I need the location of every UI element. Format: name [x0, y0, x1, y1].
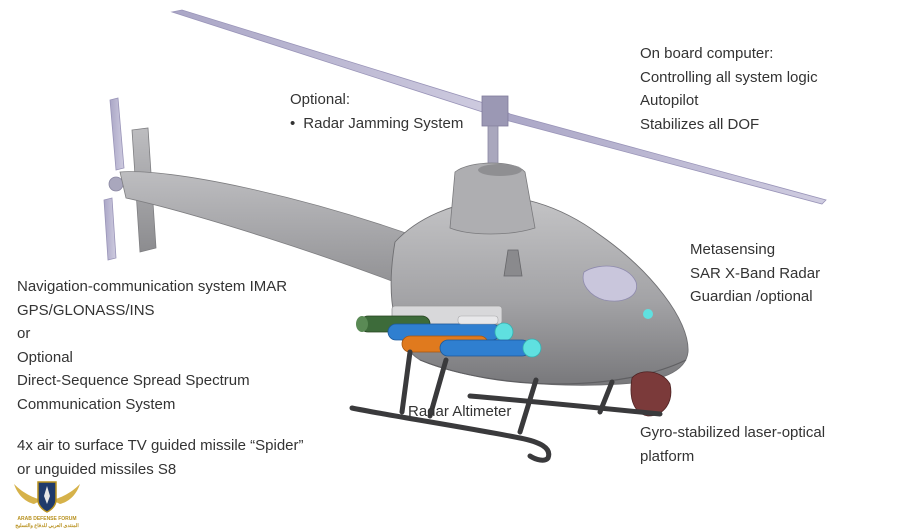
- gyro-platform-label: Gyro-stabilized laser-optical platform: [640, 421, 825, 468]
- navigation-line: or: [17, 325, 31, 342]
- logo-text-arabic: المنتدى العربي للدفاع والتسليح: [15, 523, 79, 529]
- tail-rotor: [103, 97, 125, 261]
- missiles-line: or unguided missiles S8: [17, 460, 177, 478]
- gyro-platform-line: platform: [640, 447, 695, 465]
- navigation-line: Navigation-communication system IMAR: [17, 278, 288, 295]
- landing-skids: [349, 349, 663, 463]
- navigation-line: Communication System: [17, 395, 176, 413]
- missile-pack: [356, 305, 542, 358]
- metasensing-label: Metasensing SAR X-Band Radar Guardian /o…: [690, 238, 820, 309]
- onboard-computer-label: On board computer: Controlling all syste…: [640, 42, 818, 136]
- radar-jamming-bullet: Radar Jamming System: [290, 112, 463, 136]
- missiles-line: 4x air to surface TV guided missile “Spi…: [17, 437, 304, 454]
- radar-altimeter-label: Radar Altimeter: [408, 400, 511, 424]
- navigation-line: Direct-Sequence Spread Spectrum: [17, 372, 250, 389]
- radar-jamming-label: Optional: Radar Jamming System: [290, 88, 463, 135]
- sar-radar-pod: [582, 265, 653, 319]
- onboard-computer-line: Stabilizes all DOF: [640, 115, 760, 133]
- navigation-line: GPS/GLONASS/INS: [17, 301, 155, 319]
- navigation-line: Optional: [17, 348, 73, 366]
- gyro-platform-line: Gyro-stabilized laser-optical: [640, 424, 826, 441]
- logo-text-english: ARAB DEFENSE FORUM: [17, 516, 76, 522]
- navigation-system-label: Navigation-communication system IMAR GPS…: [17, 275, 287, 416]
- radar-altimeter-text: Radar Altimeter: [408, 403, 512, 420]
- metasensing-line: SAR X-Band Radar: [690, 264, 821, 282]
- onboard-computer-line: Controlling all system logic: [640, 68, 818, 86]
- metasensing-line: Guardian /optional: [690, 288, 813, 305]
- radar-jamming-text: Radar Jamming System: [303, 114, 464, 132]
- arab-defense-forum-logo: ARAB DEFENSE FORUM المنتدى العربي للدفاع…: [14, 481, 80, 529]
- metasensing-line: Metasensing: [690, 241, 776, 258]
- missiles-label: 4x air to surface TV guided missile “Spi…: [17, 434, 304, 481]
- laser-optical-platform: [630, 371, 672, 417]
- radar-jamming-heading: Optional:: [290, 91, 351, 108]
- onboard-computer-line: Autopilot: [640, 92, 699, 109]
- onboard-computer-heading: On board computer:: [640, 45, 774, 62]
